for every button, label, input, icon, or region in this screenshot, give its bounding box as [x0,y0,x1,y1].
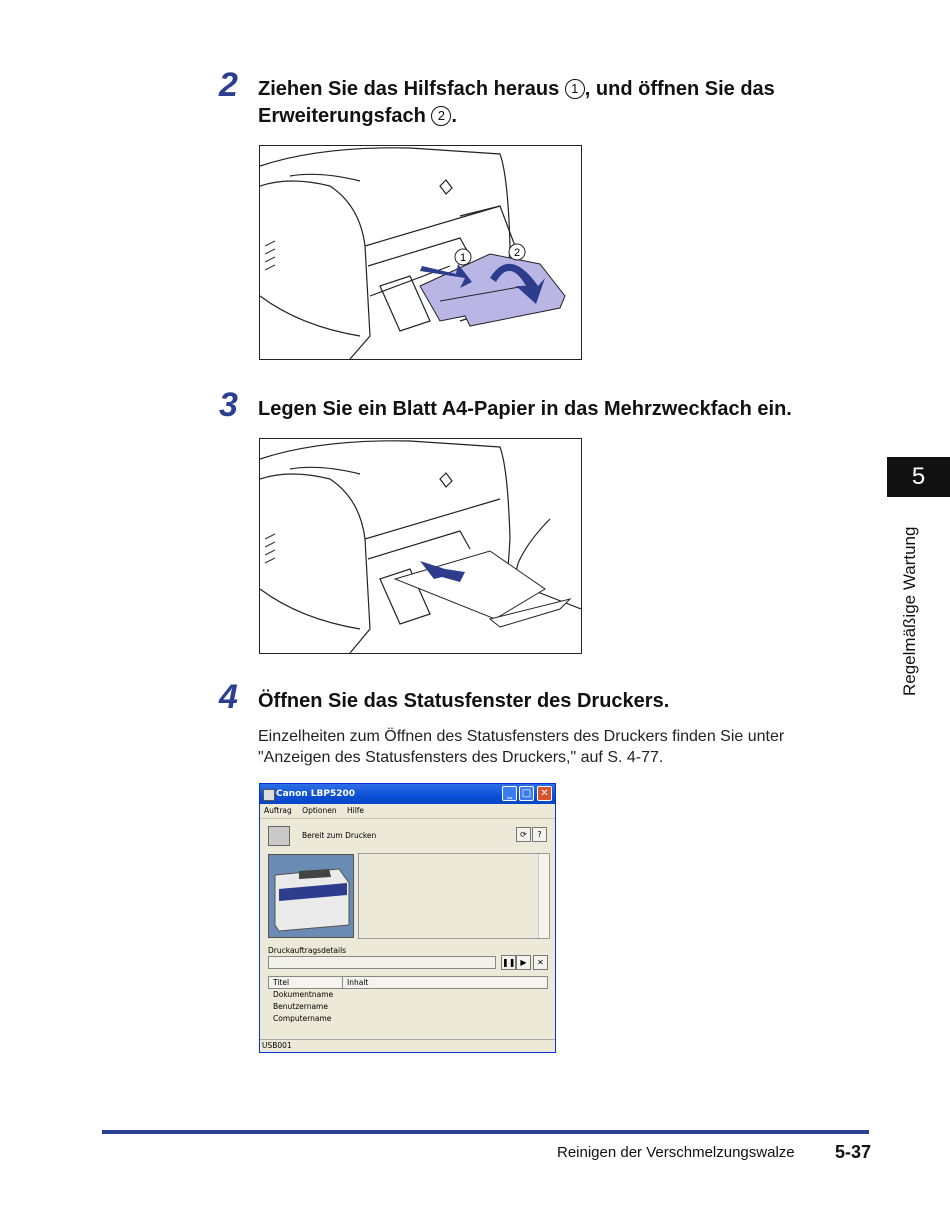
printer-icon [268,826,290,846]
close-button[interactable]: ✕ [537,786,552,801]
refresh-icon[interactable]: ⟳ [516,827,531,842]
table-row: Dokumentname [273,990,334,999]
page-number: 5-37 [835,1142,872,1162]
message-area [358,853,550,939]
step-number-2: 2 [219,66,238,104]
menu-optionen[interactable]: Optionen [302,806,337,815]
step-4-title: Öffnen Sie das Statusfenster des Drucker… [258,690,670,712]
printer-image [268,854,354,938]
figure1-callout-2-circle [508,243,526,261]
window-title: Canon LBP5200 [276,789,356,799]
job-info-table: Titel Inhalt Dokumentname Benutzername C… [268,976,548,1034]
printer-app-icon [263,789,275,801]
chapter-label: Regelmäßige Wartung [900,526,919,696]
resume-icon[interactable]: ▶ [516,955,531,970]
step-4-body-line2: "Anzeigen des Statusfensters des Drucker… [258,749,664,766]
figure1-callout-1-circle [454,248,472,266]
footer-rule [102,1130,869,1134]
status-row: Bereit zum Drucken ⟳ ? [266,824,549,848]
figure-pull-out-tray: 1 2 [259,145,582,360]
table-row: Benutzername [273,1002,328,1011]
menu-auftrag[interactable]: Auftrag [264,806,292,815]
printer-status-text: Bereit zum Drucken [302,831,377,840]
job-progress-bar [268,956,496,969]
message-scrollbar[interactable] [538,854,549,938]
column-header-inhalt[interactable]: Inhalt [347,978,369,987]
minimize-button[interactable]: _ [502,786,517,801]
maximize-button[interactable]: □ [519,786,534,801]
step-4-body: Einzelheiten zum Öffnen des Statusfenste… [258,726,838,768]
menu-hilfe[interactable]: Hilfe [346,806,365,815]
step-number-3: 3 [219,386,238,424]
help-icon[interactable]: ? [532,827,547,842]
step-4-body-line1: Einzelheiten zum Öffnen des Statusfenste… [258,728,785,745]
step-number-4: 4 [219,678,238,716]
window-statusbar: USB001 [260,1039,555,1052]
menu-bar: Auftrag Optionen Hilfe [260,804,555,819]
callout-1-marker: 1 [564,79,585,99]
callout-2-marker: 2 [431,106,452,126]
footer-section-title: Reinigen der Verschmelzungswalze [557,1144,795,1161]
chapter-tab: 5 [887,457,950,497]
cancel-job-icon[interactable]: ✕ [533,955,548,970]
job-details-label: Druckauftragsdetails [268,946,347,955]
step-3-title: Legen Sie ein Blatt A4-Papier in das Meh… [258,398,792,420]
printer-status-window: Canon LBP5200 _ □ ✕ Auftrag Optionen Hil… [259,783,556,1053]
figure-insert-paper [259,438,582,654]
table-header: Titel Inhalt [268,976,548,989]
window-titlebar[interactable]: Canon LBP5200 _ □ ✕ [260,784,555,804]
step-2-title-part-a: Ziehen Sie das Hilfsfach heraus [258,78,565,100]
pause-icon[interactable]: ❚❚ [501,955,516,970]
column-header-titel[interactable]: Titel [273,978,290,987]
figure1-callout-1-label: 1 [460,252,466,264]
step-2-title-part-b: , und öffnen Sie das [584,78,775,100]
step-2-title-end: . [451,105,457,127]
step-2-title: Ziehen Sie das Hilfsfach heraus 1, und ö… [258,76,775,130]
table-row: Computername [273,1014,332,1023]
step-2-title-line2: Erweiterungsfach [258,105,432,127]
figure1-callout-2-label: 2 [514,247,520,259]
column-separator [342,977,343,988]
